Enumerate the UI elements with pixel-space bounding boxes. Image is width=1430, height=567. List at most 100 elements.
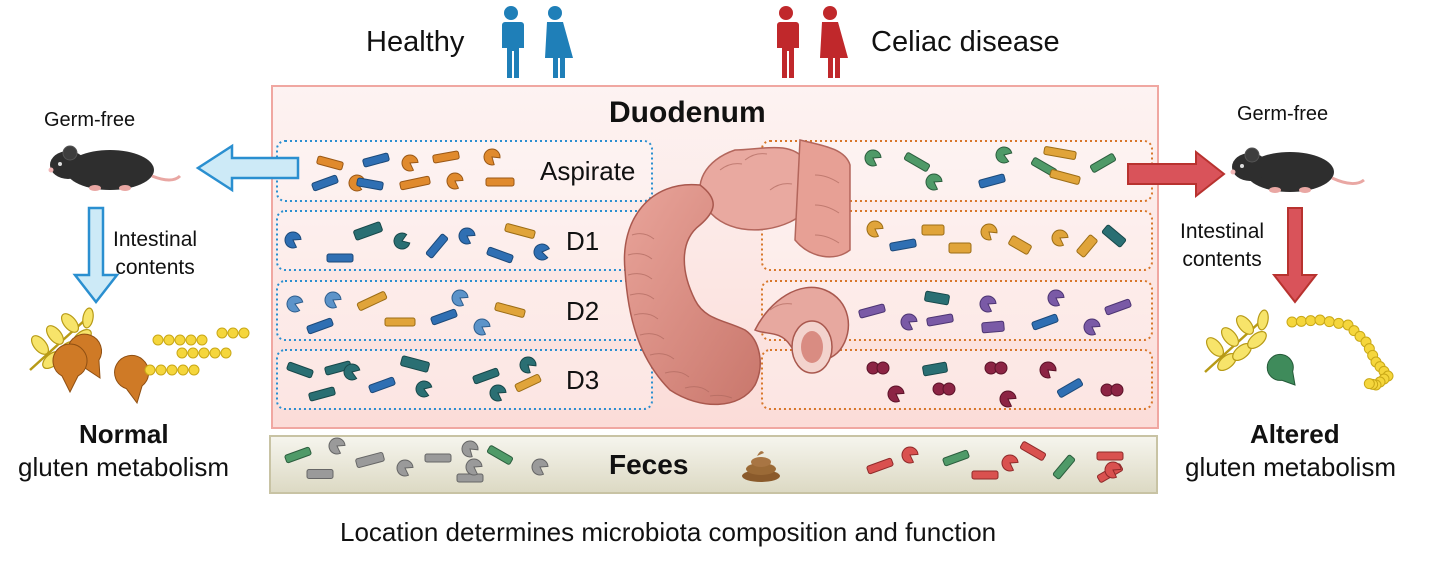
right-transfer-arrow xyxy=(1127,149,1226,199)
bacterium-rod xyxy=(1049,169,1081,185)
bacterium-rod xyxy=(903,152,931,172)
bacterium-coccus xyxy=(1051,229,1069,247)
bacterium-coccus xyxy=(1039,361,1057,379)
peptide-bead xyxy=(196,334,208,346)
bacterium-coccus xyxy=(393,232,411,250)
section-box-celiac-d1 xyxy=(761,210,1153,271)
peptide-bead xyxy=(209,347,221,359)
peptide-bead xyxy=(174,334,186,346)
bacterium-rod xyxy=(362,152,390,168)
section-label-d1: D1 xyxy=(566,226,600,256)
bacterium-coccus xyxy=(461,440,479,458)
bacterium-coccus xyxy=(980,223,998,241)
peptide-bead xyxy=(1305,315,1317,327)
bacterium-coccus xyxy=(489,384,507,402)
peptide-bead xyxy=(177,364,189,376)
bacterium-rod xyxy=(504,223,536,239)
bacterium-coccus xyxy=(519,356,537,374)
bacterium-coccus xyxy=(446,172,464,190)
bacterium-rod xyxy=(355,451,385,469)
right-down-arrow xyxy=(1271,207,1319,304)
peptide-bead xyxy=(163,334,175,346)
peptide-bead xyxy=(1323,316,1335,328)
left-peptide-chain xyxy=(144,327,250,376)
bacterium-coccus xyxy=(324,291,342,309)
left-mouse-icon xyxy=(48,145,182,191)
bacterium-coccus xyxy=(999,390,1017,408)
peptide-bead xyxy=(1314,314,1326,326)
right-germ-free-label: Germ-free xyxy=(1237,103,1329,125)
right-wheat-icon xyxy=(1204,309,1269,373)
bacterium-rod xyxy=(399,175,431,191)
bacterium-diplococcus xyxy=(994,361,1008,375)
celiac-label: Celiac disease xyxy=(871,26,1060,58)
bacterium-coccus xyxy=(1047,289,1065,307)
peptide-bead xyxy=(1286,316,1298,328)
section-label-aspirate: Aspirate xyxy=(540,156,636,186)
peptide-bead xyxy=(238,327,250,339)
bacterium-rod xyxy=(306,469,334,479)
bacterium-coccus xyxy=(396,459,414,477)
bacterium-coccus xyxy=(415,380,433,398)
bacterium-coccus xyxy=(864,149,882,167)
peptide-bead xyxy=(1295,315,1307,327)
peptide-bead xyxy=(176,347,188,359)
bacterium-coccus xyxy=(343,363,361,381)
bacterium-rod xyxy=(942,449,970,467)
bacterium-diplococcus xyxy=(942,382,956,396)
caption: Location determines microbiota compositi… xyxy=(340,517,997,547)
left-down-arrow xyxy=(72,206,120,305)
bacterium-rod xyxy=(1019,441,1047,461)
bacterium-coccus xyxy=(901,446,919,464)
bacterium-rod xyxy=(425,233,449,259)
right-enzyme-icon xyxy=(1266,353,1296,386)
bacterium-coccus xyxy=(866,220,884,238)
bacterium-rod xyxy=(384,317,416,327)
right-peptide-chain xyxy=(1286,314,1394,391)
bacterium-rod xyxy=(326,253,354,263)
peptide-bead xyxy=(1363,378,1375,390)
bacterium-coccus xyxy=(473,318,491,336)
bacterium-coccus xyxy=(531,458,549,476)
bacterium-rod xyxy=(1031,313,1059,331)
bacterium-rod xyxy=(978,173,1006,189)
bacterium-rod xyxy=(948,242,972,254)
bacterium-coccus xyxy=(925,173,943,191)
bacterium-rod xyxy=(356,177,384,191)
bacterium-rod xyxy=(1008,235,1032,255)
bacterium-coccus xyxy=(483,148,501,166)
bacterium-coccus xyxy=(401,154,419,172)
bacterium-coccus xyxy=(284,231,302,249)
bacterium-rod xyxy=(922,361,948,377)
bacterium-rod xyxy=(494,302,526,318)
celiac-people-icon xyxy=(776,6,848,78)
bacterium-rod xyxy=(353,221,383,241)
peptide-bead xyxy=(1333,317,1345,329)
section-label-d3: D3 xyxy=(566,365,600,395)
bacterium-rod xyxy=(1089,153,1117,173)
bacterium-rod xyxy=(926,313,954,327)
bacteria-layer xyxy=(284,146,1132,483)
bacterium-rod xyxy=(1101,224,1127,248)
bacterium-coccus xyxy=(1001,454,1019,472)
bacterium-coccus xyxy=(328,437,346,455)
duodenum-illustration xyxy=(623,139,851,406)
peptide-bead xyxy=(144,364,156,376)
bacterium-coccus xyxy=(1083,318,1101,336)
bacterium-rod xyxy=(981,320,1005,334)
peptide-bead xyxy=(188,364,200,376)
section-box-healthy-d2 xyxy=(276,280,653,341)
peptide-bead xyxy=(166,364,178,376)
left-outcome-bold: Normal xyxy=(79,419,169,449)
left-transfer-label: Intestinal contents xyxy=(113,228,198,279)
bacterium-rod xyxy=(1104,298,1132,316)
bacterium-rod xyxy=(1052,454,1076,480)
left-enzyme-icons xyxy=(52,333,150,405)
bacterium-rod xyxy=(486,246,514,264)
peptide-bead xyxy=(227,327,239,339)
bacterium-coccus xyxy=(900,313,918,331)
stool-icon xyxy=(742,451,780,482)
bacterium-rod xyxy=(311,174,339,192)
bacterium-coccus xyxy=(458,227,476,245)
bacterium-rod xyxy=(356,291,388,311)
